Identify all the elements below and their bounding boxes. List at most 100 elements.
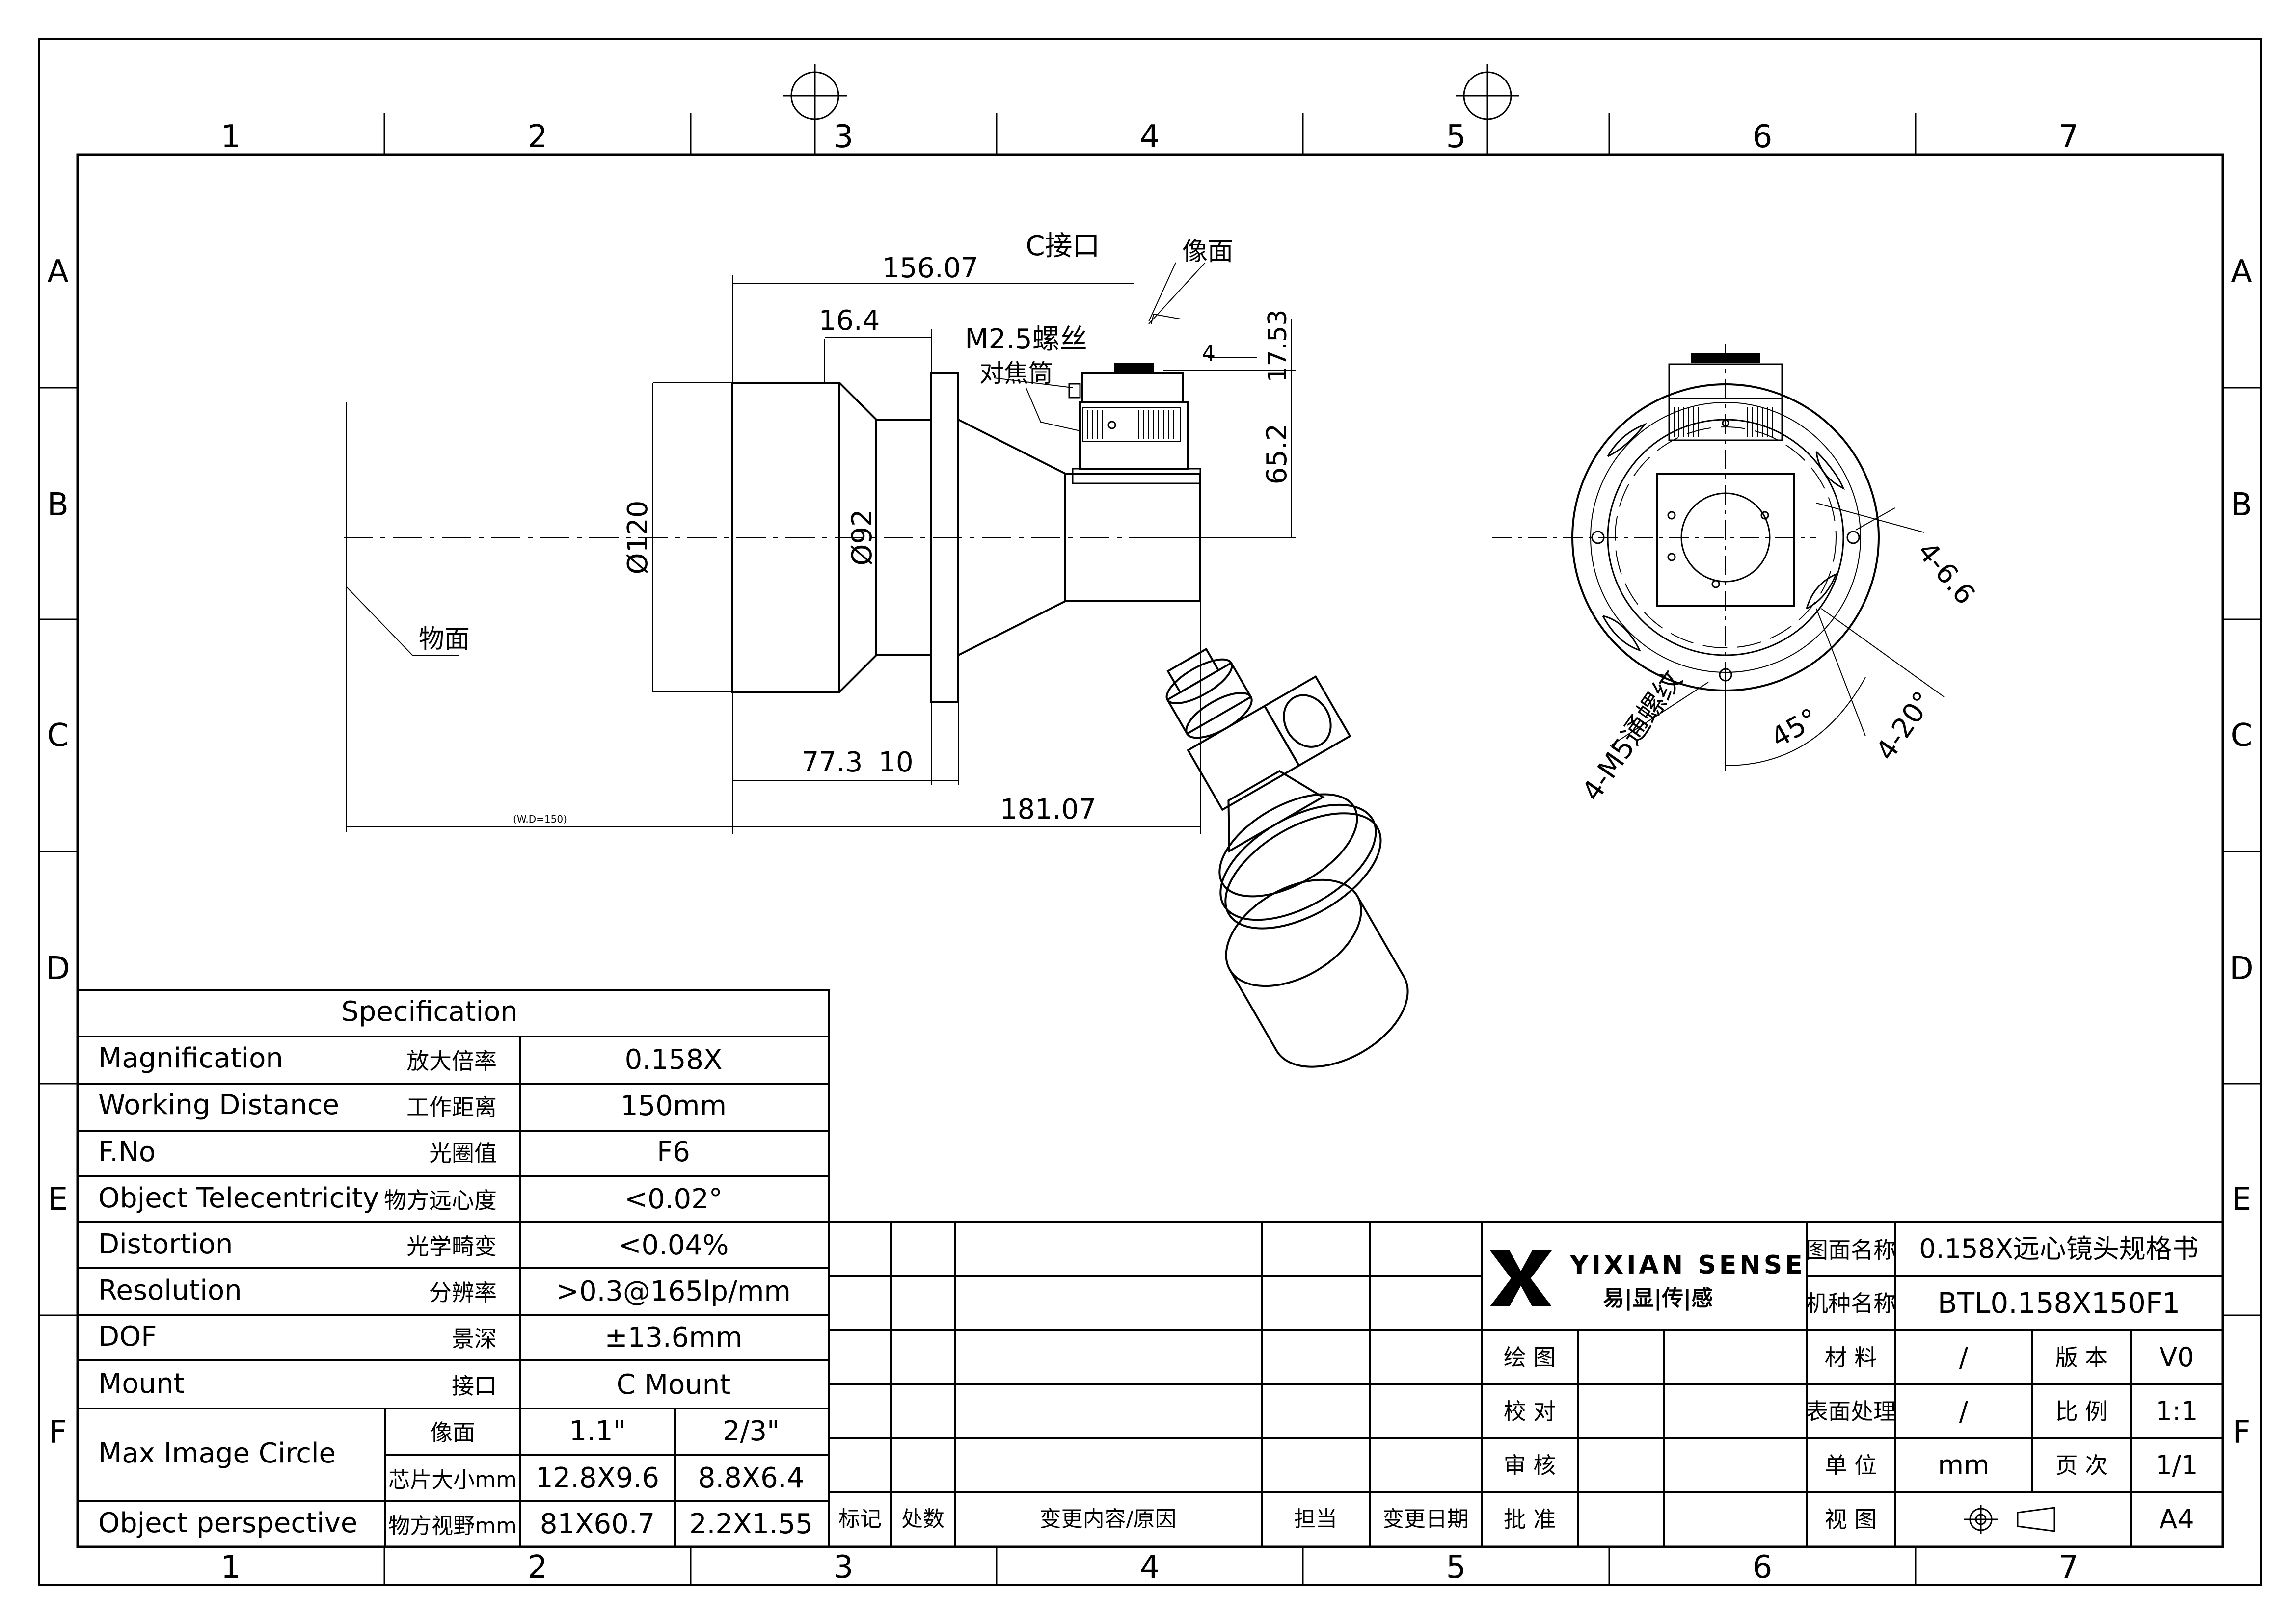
mic-label: Max Image Circle [98, 1437, 336, 1469]
spec-cn-7: 接口 [452, 1373, 497, 1399]
spec-en-3: Object Telecentricity [98, 1182, 379, 1214]
op-vb: 2.2X1.55 [689, 1508, 813, 1540]
hole-note-2: 4-M5通螺纹 [1576, 665, 1689, 807]
zone-col-6-bottom: 6 [1753, 1549, 1773, 1586]
zone-row-a: A [47, 254, 69, 290]
spec-en-5: Resolution [98, 1275, 242, 1306]
third-angle-projection-icon [1964, 1505, 2055, 1534]
zone-row-f-right: F [2233, 1414, 2251, 1451]
mic-sub1: 像面 [430, 1419, 475, 1446]
spec-cn-5: 分辨率 [429, 1279, 497, 1306]
view-label: 视 图 [1825, 1506, 1877, 1533]
zone-column-ticks [39, 113, 2261, 1585]
op-sub: 物方视野mm [388, 1514, 517, 1539]
zone-row-e: E [48, 1181, 68, 1218]
angle-45: 45° [1766, 702, 1824, 754]
zone-col-7-bottom: 7 [2059, 1549, 2079, 1586]
outer-frame [38, 38, 2262, 1586]
spec-val-6: ±13.6mm [605, 1322, 743, 1354]
zone-row-f: F [49, 1414, 67, 1451]
zone-row-c-right: C [2231, 718, 2253, 754]
spec-val-7: C Mount [617, 1369, 730, 1401]
front-dimension-labels: 4-6.6 4-M5通螺纹 45° 4-20° [1576, 536, 1981, 807]
zone-labels-right: A B C D E F [2229, 254, 2253, 1451]
surface-label: 表面处理 [1806, 1398, 1896, 1425]
mic-sub2: 芯片大小mm [388, 1467, 517, 1492]
zone-col-2: 2 [528, 119, 548, 155]
spec-cn-4: 光学畸变 [406, 1233, 497, 1260]
zone-col-6: 6 [1753, 119, 1773, 155]
revision-table [828, 1221, 1483, 1548]
op-va: 81X60.7 [540, 1508, 655, 1540]
zone-col-1-bottom: 1 [221, 1549, 241, 1586]
zone-labels-top: 1 2 3 4 5 6 7 [221, 119, 2079, 155]
zone-col-3-bottom: 3 [834, 1549, 854, 1586]
rev-header-date: 变更日期 [1382, 1507, 1469, 1532]
version-label: 版 本 [2055, 1344, 2108, 1371]
reviewed-label: 审 核 [1504, 1452, 1556, 1479]
spec-en-7: Mount [98, 1368, 185, 1400]
mic-v2a: 12.8X9.6 [536, 1462, 659, 1494]
surface-value: / [1959, 1396, 1969, 1427]
zone-row-e-right: E [2232, 1181, 2251, 1218]
screw-label: M2.5螺丝 [965, 323, 1087, 355]
spec-table-text: Specification Magnification 放大倍率 0.158X … [98, 996, 813, 1540]
zone-row-b-right: B [2231, 487, 2252, 523]
focus-knurl [1082, 407, 1181, 442]
side-dimension-labels: 156.07 16.4 C接口 像面 M2.5螺丝 对焦筒 17.53 4 65… [419, 230, 1293, 825]
zone-col-3: 3 [834, 119, 854, 155]
focus-tube-label: 对焦筒 [979, 359, 1053, 388]
dim-65-2: 65.2 [1261, 424, 1293, 485]
rev-header-content: 变更内容/原因 [1040, 1507, 1177, 1532]
wd-note: (W.D=150) [513, 813, 567, 825]
page-label: 页 次 [2055, 1452, 2108, 1479]
op-label: Object perspective [98, 1507, 357, 1539]
dim-10: 10 [878, 746, 913, 778]
prism-top [1072, 468, 1201, 484]
drawing-name-label: 图面名称 [1806, 1237, 1896, 1263]
front-barrel [731, 382, 840, 693]
dim-17-53: 17.53 [1263, 310, 1293, 383]
spec-cn-0: 放大倍率 [406, 1048, 497, 1074]
spec-val-1: 150mm [621, 1090, 727, 1122]
zone-col-4: 4 [1140, 119, 1160, 155]
material-label: 材 料 [1825, 1344, 1877, 1371]
version-value: V0 [2159, 1342, 2194, 1373]
mic-v2b: 8.8X6.4 [698, 1462, 804, 1494]
mic-v1b: 2/3" [723, 1415, 780, 1447]
c-mount-label: C接口 [1026, 230, 1100, 262]
logo-text-en: YIXIAN SENSE [1569, 1250, 1806, 1280]
dim-4: 4 [1202, 341, 1216, 366]
screw-block [1068, 383, 1081, 399]
spec-val-2: F6 [657, 1136, 690, 1168]
zone-labels-bottom: 1 2 3 4 5 6 7 [221, 1549, 2079, 1586]
zone-row-d: D [46, 951, 70, 987]
title-block [1481, 1221, 2224, 1548]
dim-156: 156.07 [882, 252, 978, 284]
page-value: 1/1 [2156, 1450, 2198, 1481]
approved-label: 批 准 [1504, 1506, 1556, 1533]
side-view [344, 314, 1201, 832]
spec-title: Specification [341, 996, 518, 1028]
drawn-label: 绘 图 [1504, 1344, 1556, 1371]
material-value: / [1959, 1342, 1969, 1373]
isometric-view [1165, 647, 1409, 1068]
object-plane-label: 物面 [419, 625, 470, 654]
model-label: 机种名称 [1806, 1290, 1896, 1317]
rev-header-count: 处数 [901, 1507, 945, 1532]
zone-col-7: 7 [2059, 119, 2079, 155]
logo-mark-icon [1490, 1250, 1552, 1306]
spec-val-3: <0.02° [624, 1183, 723, 1215]
spec-val-0: 0.158X [625, 1044, 723, 1076]
zone-row-c: C [47, 718, 69, 754]
zone-row-a-right: A [2231, 254, 2252, 290]
zone-col-4-bottom: 4 [1140, 1549, 1160, 1586]
title-block-text: 图面名称 0.158X远心镜头规格书 机种名称 BTL0.158X150F1 绘… [1504, 1233, 2199, 1535]
spec-cn-6: 景深 [452, 1326, 497, 1352]
zone-col-5-bottom: 5 [1446, 1549, 1466, 1586]
centering-mark-left [783, 64, 847, 155]
spec-cn-3: 物方远心度 [384, 1187, 497, 1214]
upper-ring [1081, 372, 1184, 403]
rev-header-mark: 标记 [838, 1507, 882, 1532]
